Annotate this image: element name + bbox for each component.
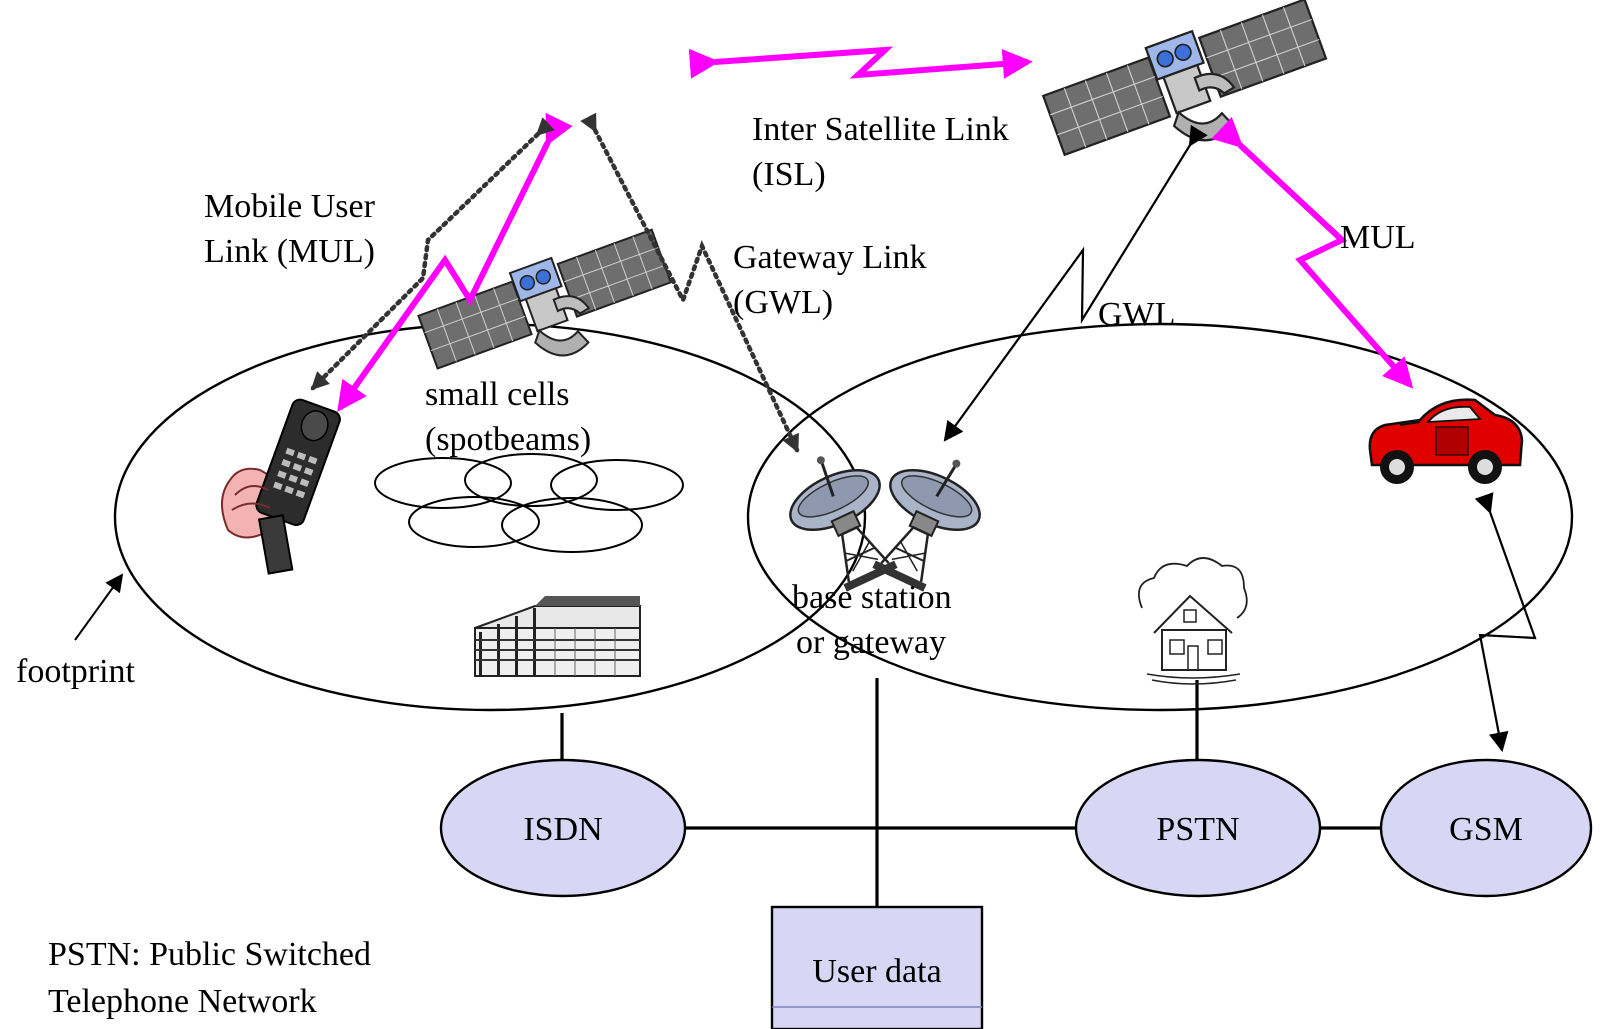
satellite-icon <box>1042 0 1328 156</box>
user-data-box[interactable]: User data <box>770 905 984 1029</box>
base-station-label-line2: or gateway <box>796 624 946 661</box>
mul-label-line2: Link (MUL) <box>204 233 375 270</box>
car-icon <box>1368 398 1524 484</box>
network-pstn-label: PSTN <box>1156 811 1239 848</box>
footprint-label: footprint <box>16 653 136 690</box>
house-icon <box>1138 557 1248 685</box>
mul-right-label: MUL <box>1340 219 1416 256</box>
gwl-link-right <box>943 124 1208 442</box>
network-isdn-label: ISDN <box>523 811 602 848</box>
small-cells-label-line1: small cells <box>425 376 569 413</box>
legend-line2: Telephone Network <box>48 983 317 1020</box>
satellite-icon <box>417 228 672 370</box>
network-isdn[interactable]: ISDN <box>439 758 687 898</box>
network-gsm[interactable]: GSM <box>1379 758 1593 898</box>
mul-label-line1: Mobile User <box>204 188 376 225</box>
wired-links <box>560 678 1380 907</box>
gwl-label-line1: Gateway Link <box>733 239 927 276</box>
mul-dotted-link <box>310 117 555 391</box>
gwl-right-label: GWL <box>1098 296 1175 333</box>
base-station-label-line1: base station <box>792 579 952 616</box>
network-gsm-label: GSM <box>1449 811 1523 848</box>
isl-label-line1: Inter Satellite Link <box>752 111 1009 148</box>
network-pstn[interactable]: PSTN <box>1074 758 1322 898</box>
isl-link <box>688 46 1033 79</box>
mobile-phone-icon <box>221 398 341 575</box>
legend-line1: PSTN: Public Switched <box>48 936 371 973</box>
isl-label-line2: (ISL) <box>752 156 826 193</box>
mul-link-right <box>1211 116 1414 389</box>
office-building-icon <box>474 596 641 677</box>
gwl-dotted-link <box>580 112 800 453</box>
small-cells <box>374 453 684 553</box>
user-data-label: User data <box>812 953 941 990</box>
footprint-pointer <box>74 573 124 641</box>
small-cells-label-line2: (spotbeams) <box>425 421 591 458</box>
gwl-label-line2: (GWL) <box>733 284 833 321</box>
car-gsm-link <box>1474 492 1537 753</box>
